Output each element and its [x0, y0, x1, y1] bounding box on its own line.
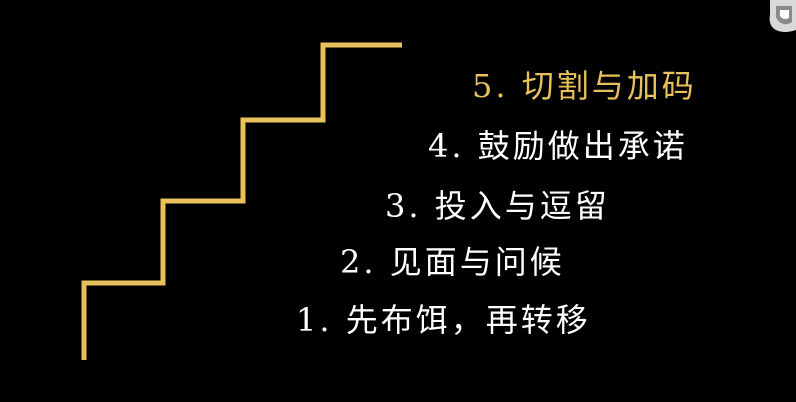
step-label-3: 3. 投入与逗留 — [385, 187, 610, 225]
step-label-5: 5. 切割与加码 — [472, 67, 697, 105]
step-label-2: 2. 见面与问候 — [340, 243, 565, 281]
staircase-line — [81, 42, 402, 360]
crest-logo-icon — [762, 0, 796, 34]
step-label-4: 4. 鼓励做出承诺 — [428, 127, 688, 165]
step-label-1: 1. 先布饵，再转移 — [296, 301, 591, 339]
